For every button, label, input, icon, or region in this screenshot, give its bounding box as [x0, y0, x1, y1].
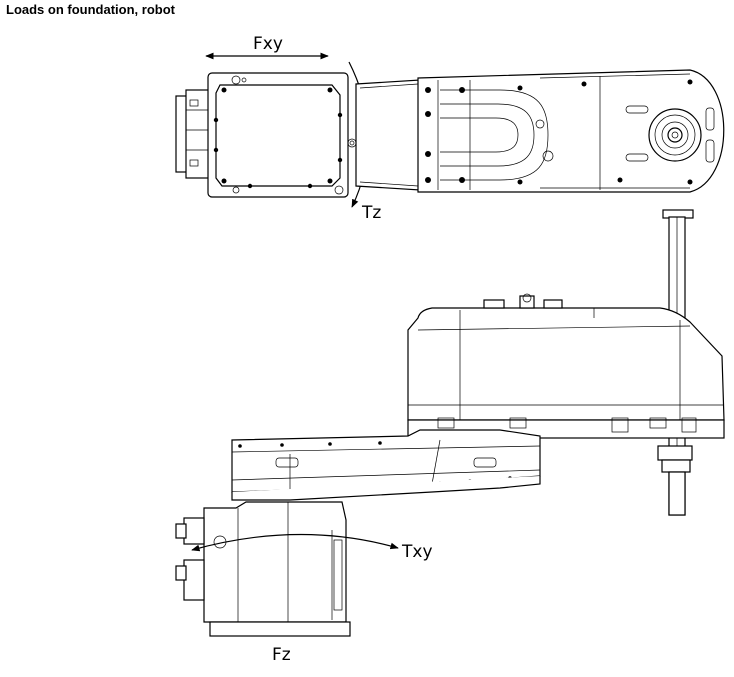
fxy-label: Fxy: [253, 34, 283, 54]
side-view: Txy Fz: [175, 209, 725, 665]
arm-2-side: [407, 307, 725, 421]
arm-1-top: [355, 79, 421, 191]
cable-connectors: [483, 293, 563, 309]
flange-top: [648, 108, 702, 162]
tz-label: Tz: [361, 203, 381, 223]
page-title: Loads on foundation, robot: [6, 2, 175, 17]
base-side: [203, 501, 347, 623]
base-plate-top: [207, 72, 349, 198]
txy-label: Txy: [401, 542, 433, 562]
fz-label: Fz: [272, 645, 291, 665]
arm-2-top: [417, 69, 725, 193]
top-connectors: [175, 89, 213, 179]
side-connectors: [175, 517, 205, 601]
txy-arrow: [191, 533, 399, 552]
top-view: Fxy Tz: [175, 34, 725, 223]
